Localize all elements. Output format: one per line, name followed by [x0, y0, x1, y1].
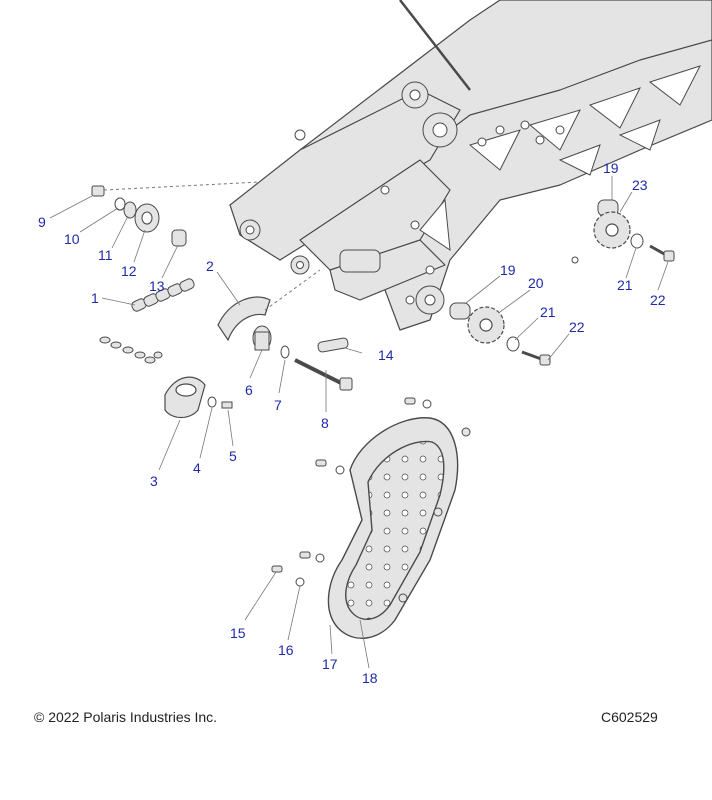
part-chain-links — [99, 336, 163, 364]
part-spacer-6 — [252, 325, 272, 351]
callout-8: 8 — [321, 415, 329, 431]
part-chain-14 — [317, 337, 349, 353]
part-sprocket-23 — [593, 211, 631, 249]
assembly-guide-line — [103, 181, 261, 191]
part-washer-4-bolt-5 — [207, 396, 233, 409]
part-bolt-9-stack — [91, 185, 187, 247]
callout-12: 12 — [121, 263, 137, 279]
callout-10: 10 — [64, 231, 80, 247]
callout-14: 14 — [378, 347, 394, 363]
part-washer-21-bolt-22-upper — [630, 233, 675, 262]
callout-2: 2 — [206, 258, 214, 274]
part-bolt-8 — [294, 358, 353, 391]
steering-rod — [399, 0, 471, 91]
leader-lines — [49, 176, 669, 669]
frame-bolts — [294, 120, 610, 305]
frame-cutouts — [419, 65, 701, 252]
callout-13: 13 — [149, 278, 165, 294]
callout-7: 7 — [274, 397, 282, 413]
callout-3: 3 — [150, 473, 158, 489]
right-frame-plate — [384, 39, 712, 331]
callout-21-lower: 21 — [540, 304, 556, 320]
part-washer-21-bolt-22-lower — [506, 336, 551, 366]
assembly-guide-line-2 — [264, 269, 321, 311]
copyright-notice: © 2022 Polaris Industries Inc. — [34, 709, 218, 725]
callout-15: 15 — [230, 625, 246, 641]
part-guide-3 — [164, 376, 206, 419]
callout-18: 18 — [362, 670, 378, 686]
frame-assembly — [229, 0, 712, 331]
callout-labels: 1 2 3 4 5 6 7 8 9 10 11 12 13 14 15 16 1… — [38, 160, 666, 686]
callout-11: 11 — [98, 247, 113, 263]
callout-20: 20 — [528, 275, 544, 291]
callout-16: 16 — [278, 642, 294, 658]
callout-21-upper: 21 — [617, 277, 633, 293]
callout-6: 6 — [245, 382, 253, 398]
callout-1: 1 — [91, 290, 99, 306]
part-bearing-19-lower — [449, 302, 471, 320]
part-chaincase-cover-18 — [327, 417, 459, 639]
callout-17: 17 — [322, 656, 338, 672]
part-tensioner-2 — [217, 296, 271, 342]
callout-19-upper: 19 — [603, 160, 619, 176]
callout-9: 9 — [38, 214, 46, 230]
drawing-number: C602529 — [601, 709, 658, 725]
callout-5: 5 — [229, 448, 237, 464]
frame-sprockets — [239, 81, 458, 315]
part-washer-7 — [280, 345, 290, 359]
callout-19-lower: 19 — [500, 262, 516, 278]
cover-fasteners — [271, 397, 471, 603]
part-sprocket-20 — [467, 306, 505, 344]
callout-22-lower: 22 — [569, 319, 585, 335]
part-chain — [131, 278, 195, 312]
callout-4: 4 — [193, 460, 201, 476]
callout-22-upper: 22 — [650, 292, 666, 308]
callout-23: 23 — [632, 177, 648, 193]
